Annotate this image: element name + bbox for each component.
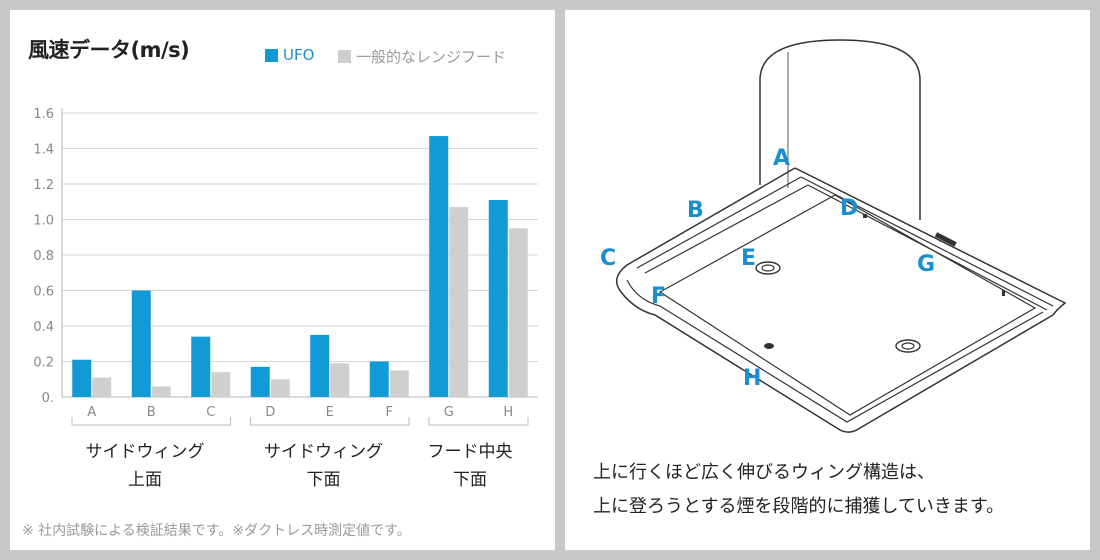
bar-ufo-e (310, 334, 330, 397)
bar-general-a (92, 377, 112, 397)
legend-ufo: UFO (265, 46, 314, 64)
bar-ufo-c (191, 336, 211, 397)
hood-label-h: H (743, 366, 762, 391)
group-label-line2: 下面 (306, 470, 341, 490)
group-label-line1: サイドウィング (85, 442, 205, 462)
x-tick-label: B (147, 405, 156, 420)
group-label-side-lower: サイドウィング 下面 (236, 438, 411, 494)
hood-label-b: B (687, 198, 704, 223)
legend-swatch-general (338, 50, 351, 63)
group-label-line2: 下面 (453, 470, 487, 490)
bar-general-e (330, 363, 350, 397)
x-tick-label: C (206, 405, 215, 420)
y-tick-label: 0.6 (33, 285, 54, 300)
group-bracket (428, 417, 529, 426)
bar-ufo-g (429, 136, 449, 397)
caption-line-2: 上に登ろうとする煙を段階的に捕獲していきます。 (593, 496, 1005, 517)
hood-label-a: A (773, 146, 791, 171)
y-tick-label: 1.4 (33, 143, 54, 158)
bar-general-h (508, 228, 528, 397)
group-label-line1: サイドウィング (264, 442, 383, 462)
chart-panel: 風速データ(m/s) UFO 一般的なレンジフード 0. 0.2 0.4 0.6 0.8… (10, 10, 555, 550)
range-hood-illustration (615, 39, 1067, 433)
x-tick-label: F (386, 405, 393, 420)
bar-general-b (151, 386, 171, 397)
legend-general: 一般的なレンジフード (338, 46, 506, 67)
y-tick-label: 1.0 (33, 214, 54, 229)
footnote: ※ 社内試験による検証結果です。※ダクトレス時測定値です。 (22, 523, 411, 539)
bar-general-f (389, 370, 409, 397)
x-tick-label: G (444, 405, 454, 420)
bar-ufo-h (488, 199, 508, 397)
y-tick-label: 0.4 (33, 320, 54, 335)
x-tick-label: H (503, 405, 513, 420)
group-label-line1: フード中央 (427, 442, 513, 462)
hood-label-c: C (600, 246, 617, 271)
x-tick-label: A (87, 405, 96, 420)
bar-ufo-b (131, 290, 151, 397)
bar-ufo-a (72, 359, 92, 397)
group-label-line2: 上面 (128, 470, 162, 490)
legend-label-ufo: UFO (283, 46, 315, 64)
bar-ufo-f (369, 361, 389, 397)
chart-title: 風速データ(m/s) (28, 38, 190, 62)
group-bracket (71, 417, 231, 426)
bar-chart: 0. 0.2 0.4 0.6 0.8 1.0 1.2 1.4 1.6A B C D E F G H (33, 107, 538, 426)
hood-label-g: G (917, 252, 936, 277)
bar-general-d (270, 379, 290, 397)
x-tick-label: E (326, 405, 334, 420)
y-tick-label: 0. (42, 391, 54, 406)
illustration-panel: A B C D E F G H 上に行くほど広く伸びるウィング構造は、 上に登ろ… (565, 10, 1090, 550)
x-tick-label: D (265, 405, 275, 420)
legend-label-general: 一般的なレンジフード (356, 48, 507, 66)
bar-general-c (211, 372, 231, 397)
bar-ufo-d (250, 366, 270, 397)
bar-general-g (449, 207, 469, 397)
group-label-side-upper: サイドウィング 上面 (60, 438, 230, 494)
hood-label-e: E (741, 246, 757, 271)
y-tick-label: 1.6 (33, 107, 54, 122)
y-tick-label: 0.2 (33, 356, 54, 371)
caption-line-1: 上に行くほど広く伸びるウィング構造は、 (593, 462, 935, 483)
y-tick-label: 1.2 (33, 178, 54, 193)
hood-label-f: F (651, 284, 667, 309)
group-bracket (250, 417, 410, 426)
legend-swatch-ufo (265, 48, 278, 62)
hood-label-d: D (840, 196, 859, 221)
group-label-center: フード中央 下面 (410, 438, 530, 494)
y-tick-label: 0.8 (33, 249, 54, 264)
